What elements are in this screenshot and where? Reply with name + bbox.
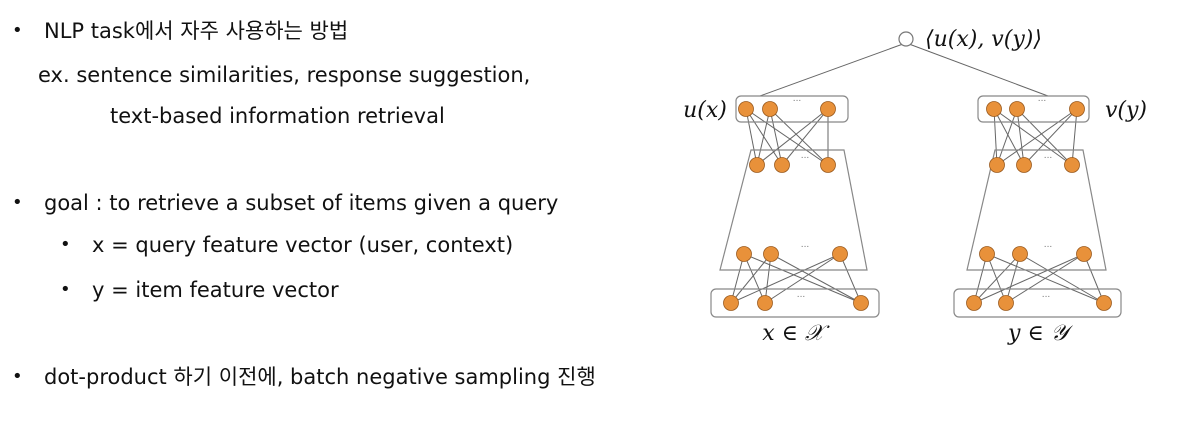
- right-edge-input-hidden: [986, 253, 1007, 304]
- left-neuron-node: [820, 157, 836, 173]
- right-neuron-node: [1016, 157, 1032, 173]
- right-neuron-node: [986, 101, 1002, 117]
- right-edge-hidden-output: [1023, 108, 1078, 166]
- left-edge-hidden-output: [769, 108, 829, 166]
- right-ellipsis: ...: [1038, 94, 1047, 104]
- left-neuron-node: [749, 157, 765, 173]
- left-neuron-node: [738, 101, 754, 117]
- left-edge-hidden-output: [781, 108, 829, 166]
- left-neuron-node: [762, 101, 778, 117]
- left-neuron-node: [853, 295, 869, 311]
- left-edge-hidden-output: [745, 108, 758, 166]
- sub-bullet-dot: •: [60, 279, 71, 300]
- left-ellipsis: ...: [793, 94, 802, 104]
- right-neuron-node: [1064, 157, 1080, 173]
- right-neuron-node: [1009, 101, 1025, 117]
- left-input-label: x ∈ 𝒳: [762, 321, 830, 346]
- diagram-boxes: [710, 95, 1122, 318]
- right-edge-input-hidden: [1083, 253, 1105, 304]
- left-output-label: u(x): [683, 98, 727, 123]
- right-input-label: y ∈ 𝒴: [1007, 321, 1074, 346]
- left-edge-hidden-output: [769, 108, 783, 166]
- right-edge-input-hidden: [973, 253, 1085, 304]
- right-ellipsis: ...: [1044, 151, 1053, 161]
- sub-bullet-x: x = query feature vector (user, context): [92, 233, 514, 257]
- left-neuron-node: [723, 295, 739, 311]
- right-edge-input-hidden: [1019, 253, 1105, 304]
- left-ellipsis: ...: [797, 290, 806, 300]
- right-edge-input-hidden: [1005, 253, 1021, 304]
- left-neuron-node: [757, 295, 773, 311]
- right-input-layer-box: [953, 288, 1122, 318]
- right-edge-input-hidden: [986, 253, 1105, 304]
- left-neuron-node: [763, 246, 779, 262]
- left-hidden-trapezoid: [719, 149, 868, 271]
- right-edge-hidden-output: [996, 108, 1018, 166]
- diagram-edges: [730, 43, 1105, 304]
- dot-product-node: [898, 31, 914, 47]
- right-edge-hidden-output: [993, 108, 1073, 166]
- left-edge-input-hidden: [764, 253, 772, 304]
- left-edge-hidden-output: [756, 108, 829, 166]
- right-neuron-node: [1076, 246, 1092, 262]
- bullet-dot: •: [12, 192, 23, 213]
- bullet-examples-line2: text-based information retrieval: [110, 104, 445, 128]
- left-edge-input-hidden: [743, 253, 766, 304]
- sub-bullet-y: y = item feature vector: [92, 278, 339, 302]
- diagram-labels: ........................ ⟨u(x), v(y)⟩ u(x)…: [683, 27, 1147, 346]
- edge-top-left: [759, 43, 904, 97]
- left-edge-input-hidden: [743, 253, 862, 304]
- right-neuron-node: [1012, 246, 1028, 262]
- right-output-layer-box: [977, 95, 1090, 123]
- right-neuron-node: [998, 295, 1014, 311]
- right-neuron-node: [1069, 101, 1085, 117]
- left-neuron-node: [832, 246, 848, 262]
- sub-bullet-dot: •: [60, 234, 71, 255]
- bullet-nlp-task: NLP task에서 자주 사용하는 방법: [44, 19, 349, 43]
- left-neuron-node: [774, 157, 790, 173]
- bullet-examples-line1: ex. sentence similarities, response sugg…: [38, 63, 531, 87]
- left-ellipsis: ...: [801, 151, 810, 161]
- bullet-goal: goal : to retrieve a subset of items giv…: [44, 191, 559, 215]
- dot-product-label: ⟨u(x), v(y)⟩: [925, 27, 1042, 52]
- diagram-nodes: [723, 31, 1112, 311]
- right-edge-hidden-output: [1071, 108, 1078, 166]
- left-edge-input-hidden: [730, 253, 745, 304]
- left-input-layer-box: [710, 288, 880, 318]
- right-edge-hidden-output: [993, 108, 1025, 166]
- right-edge-hidden-output: [1016, 108, 1073, 166]
- left-edge-hidden-output: [745, 108, 783, 166]
- right-edge-hidden-output: [996, 108, 1078, 166]
- left-output-layer-box: [735, 95, 849, 123]
- right-ellipsis: ...: [1042, 290, 1051, 300]
- bullet-dot-product: dot-product 하기 이전에, batch negative sampl…: [44, 365, 596, 389]
- right-edge-input-hidden: [973, 253, 988, 304]
- bullet-dot: •: [12, 20, 23, 41]
- left-neuron-node: [820, 101, 836, 117]
- left-neuron-node: [736, 246, 752, 262]
- right-edge-hidden-output: [993, 108, 998, 166]
- right-hidden-trapezoid: [966, 149, 1107, 271]
- edge-top-right: [908, 43, 1049, 97]
- right-neuron-node: [966, 295, 982, 311]
- right-neuron-node: [1096, 295, 1112, 311]
- right-neuron-node: [989, 157, 1005, 173]
- bullet-dot: •: [12, 366, 23, 387]
- right-neuron-node: [979, 246, 995, 262]
- left-edge-hidden-output: [745, 108, 829, 166]
- left-ellipsis: ...: [801, 240, 810, 250]
- left-edge-input-hidden: [839, 253, 862, 304]
- right-output-label: v(y): [1105, 98, 1147, 123]
- right-edge-hidden-output: [1016, 108, 1025, 166]
- right-ellipsis: ...: [1044, 240, 1053, 250]
- left-edge-input-hidden: [770, 253, 862, 304]
- left-edge-input-hidden: [730, 253, 841, 304]
